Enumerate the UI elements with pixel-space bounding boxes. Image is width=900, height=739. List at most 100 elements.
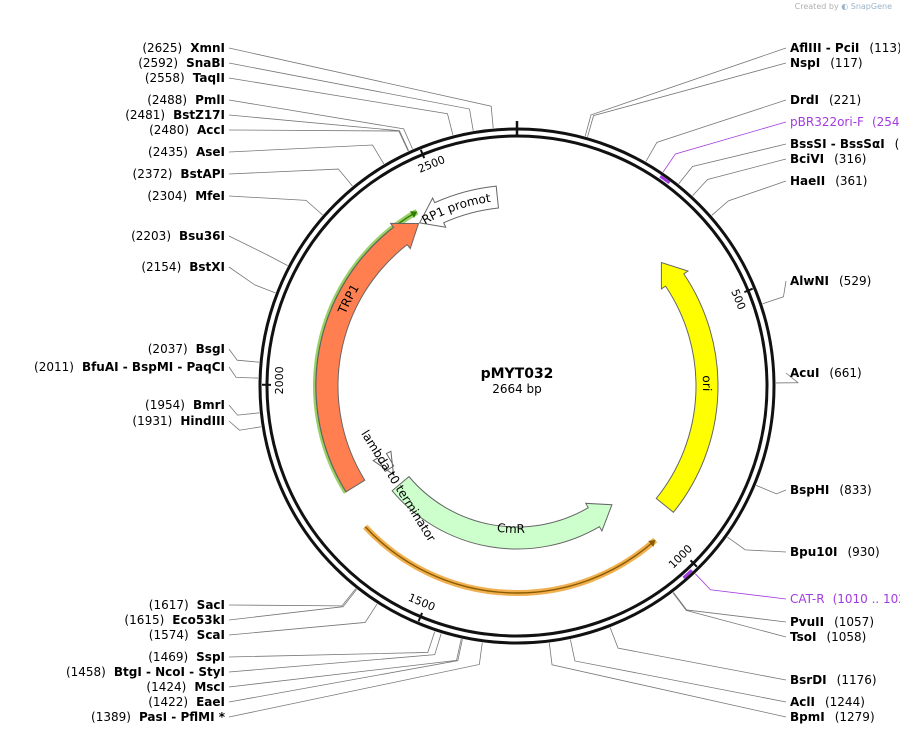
primer-label-1[interactable]: CAT-R(1010 .. 1029): [790, 592, 900, 606]
feature-cmr[interactable]: [391, 475, 613, 550]
site-line-11: [228, 348, 260, 363]
site-line-15: [228, 588, 357, 607]
site-label-2[interactable]: (2558)TaqII: [145, 71, 225, 85]
site-label-17[interactable]: (1574)ScaI: [149, 628, 225, 642]
site-line-23: [584, 47, 787, 137]
primer-line-1: [695, 573, 787, 600]
site-line-14: [228, 420, 262, 431]
site-line-22: [228, 642, 483, 718]
site-label-12[interactable]: (2011)BfuAI - BspMI - PaqCI: [34, 360, 225, 374]
site-label-9[interactable]: (2203)Bsu36I: [131, 229, 225, 243]
site-label-26[interactable]: BssSI - BssSαI(286): [790, 137, 900, 151]
site-label-8[interactable]: (2304)MfeI: [147, 189, 225, 203]
site-label-32[interactable]: Bpu10I(930): [790, 545, 880, 559]
site-label-4[interactable]: (2481)BstZ17I: [125, 108, 225, 122]
features: oriCmRTRP1TRP1 promoterlambda t0 termina…: [0, 0, 719, 596]
site-label-28[interactable]: HaeII(361): [790, 174, 868, 188]
site-label-5[interactable]: (2480)AccI: [149, 123, 225, 137]
site-line-8: [228, 195, 323, 216]
orf-arrowhead-1: [409, 211, 417, 219]
credit-brand: SnapGene: [850, 2, 892, 11]
site-line-24: [587, 62, 787, 137]
site-label-27[interactable]: BciVI(316): [790, 152, 866, 166]
site-label-0[interactable]: (2625)XmnI: [142, 41, 225, 55]
plasmid-name: pMYT032: [481, 366, 554, 382]
site-line-27: [692, 158, 787, 196]
site-label-22[interactable]: (1389)PasI - PflMI *: [91, 710, 226, 724]
tick-500: [744, 287, 754, 294]
site-line-18: [228, 631, 436, 658]
site-label-31[interactable]: BspHI(833): [790, 483, 872, 497]
site-label-20[interactable]: (1424)MscI: [146, 680, 225, 694]
feature-trp1[interactable]: [315, 222, 420, 493]
site-label-23[interactable]: AflIII - PciI(113): [790, 41, 900, 55]
site-line-30: [775, 372, 800, 384]
feature-lambda-t0-terminator[interactable]: [372, 450, 395, 476]
site-label-1[interactable]: (2592)SnaBI: [138, 56, 225, 70]
site-line-32: [727, 536, 787, 553]
feature-label-cmr: CmR: [496, 521, 525, 536]
site-line-17: [228, 603, 378, 636]
primer-line-0: [662, 121, 787, 173]
site-label-19[interactable]: (1458)BtgI - NcoI - StyI: [66, 665, 225, 679]
site-label-14[interactable]: (1931)HindIII: [132, 414, 225, 428]
site-line-7: [228, 168, 353, 187]
site-line-16: [228, 589, 357, 621]
site-label-13[interactable]: (1954)BmrI: [145, 398, 225, 412]
site-line-5: [228, 129, 409, 152]
site-line-25: [645, 99, 787, 162]
site-label-15[interactable]: (1617)SacI: [149, 598, 225, 612]
site-line-6: [228, 144, 385, 165]
site-label-34[interactable]: TsoI(1058): [790, 630, 866, 644]
site-label-36[interactable]: AclI(1244): [790, 695, 865, 709]
site-labels: (2625)XmnI(2592)SnaBI(2558)TaqII (2488)Pm…: [34, 41, 900, 724]
site-line-35: [609, 627, 787, 681]
site-label-21[interactable]: (1422)EaeI: [148, 695, 225, 709]
plasmid-size: 2664 bp: [492, 382, 542, 396]
site-label-30[interactable]: AcuI(661): [790, 366, 862, 380]
site-label-11[interactable]: (2037)BsgI: [148, 342, 225, 356]
site-line-20: [228, 638, 462, 688]
site-label-6[interactable]: (2435)AseI: [148, 145, 225, 159]
site-line-9: [228, 235, 288, 266]
site-line-0: [228, 47, 494, 129]
feature-trp1-promoter[interactable]: [418, 185, 500, 228]
site-line-4: [228, 114, 410, 151]
primer-mark-1: [682, 569, 693, 579]
site-line-19: [228, 633, 442, 673]
site-line-1: [228, 62, 474, 131]
primer-mark-0: [659, 174, 671, 185]
site-label-25[interactable]: DrdI(221): [790, 93, 861, 107]
site-label-10[interactable]: (2154)BstXI: [141, 260, 225, 274]
site-line-31: [756, 485, 787, 495]
feature-ori[interactable]: [655, 261, 719, 513]
site-label-24[interactable]: NspI(117): [790, 56, 863, 70]
site-label-35[interactable]: BsrDI(1176): [790, 673, 877, 687]
site-line-37: [548, 642, 787, 718]
tick-label-2000: 2000: [273, 366, 286, 394]
orf-arrowhead-0: [648, 540, 656, 547]
site-line-21: [228, 639, 463, 703]
tick-2500: [419, 149, 426, 159]
site-label-29[interactable]: AlwNI(529): [790, 274, 871, 288]
site-label-7[interactable]: (2372)BstAPI: [133, 167, 225, 181]
site-label-37[interactable]: BpmI(1279): [790, 710, 875, 724]
site-line-36: [569, 639, 787, 703]
feature-label-trp1-promoter: TRP1 promoter: [0, 0, 492, 227]
primer-label-0[interactable]: pBR322ori-F(254 .. 273): [790, 115, 900, 129]
snapgene-logo-icon: ◐: [841, 2, 849, 11]
site-line-34: [672, 592, 787, 638]
site-label-18[interactable]: (1469)SspI: [148, 650, 225, 664]
site-line-29: [762, 280, 787, 305]
feature-label-ori: ori: [700, 375, 714, 391]
site-line-10: [228, 266, 276, 294]
snapgene-credit: Created by ◐ SnapGene: [795, 2, 892, 11]
site-label-3[interactable]: (2488)PmlI: [147, 93, 225, 107]
orf-line-0: [364, 526, 656, 594]
site-label-33[interactable]: PvuII(1057): [790, 615, 874, 629]
site-leader-lines: [228, 47, 800, 718]
site-line-2: [228, 77, 454, 136]
site-line-28: [711, 180, 787, 216]
site-label-16[interactable]: (1615)Eco53kI: [124, 613, 225, 627]
